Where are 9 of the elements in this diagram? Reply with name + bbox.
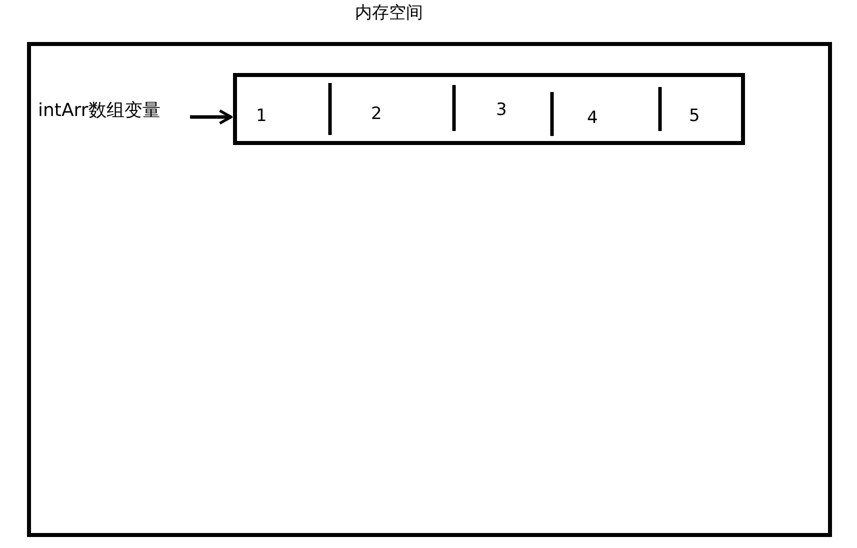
array-element: 1 <box>256 108 267 125</box>
array-element: 5 <box>689 108 700 125</box>
variable-label: intArr数组变量 <box>38 102 160 120</box>
arrow <box>190 109 232 125</box>
title: 内存空间 <box>355 5 423 22</box>
array-element: 4 <box>587 110 598 127</box>
array-element: 2 <box>371 106 382 123</box>
array-element: 3 <box>496 102 507 119</box>
array-box <box>233 73 745 145</box>
